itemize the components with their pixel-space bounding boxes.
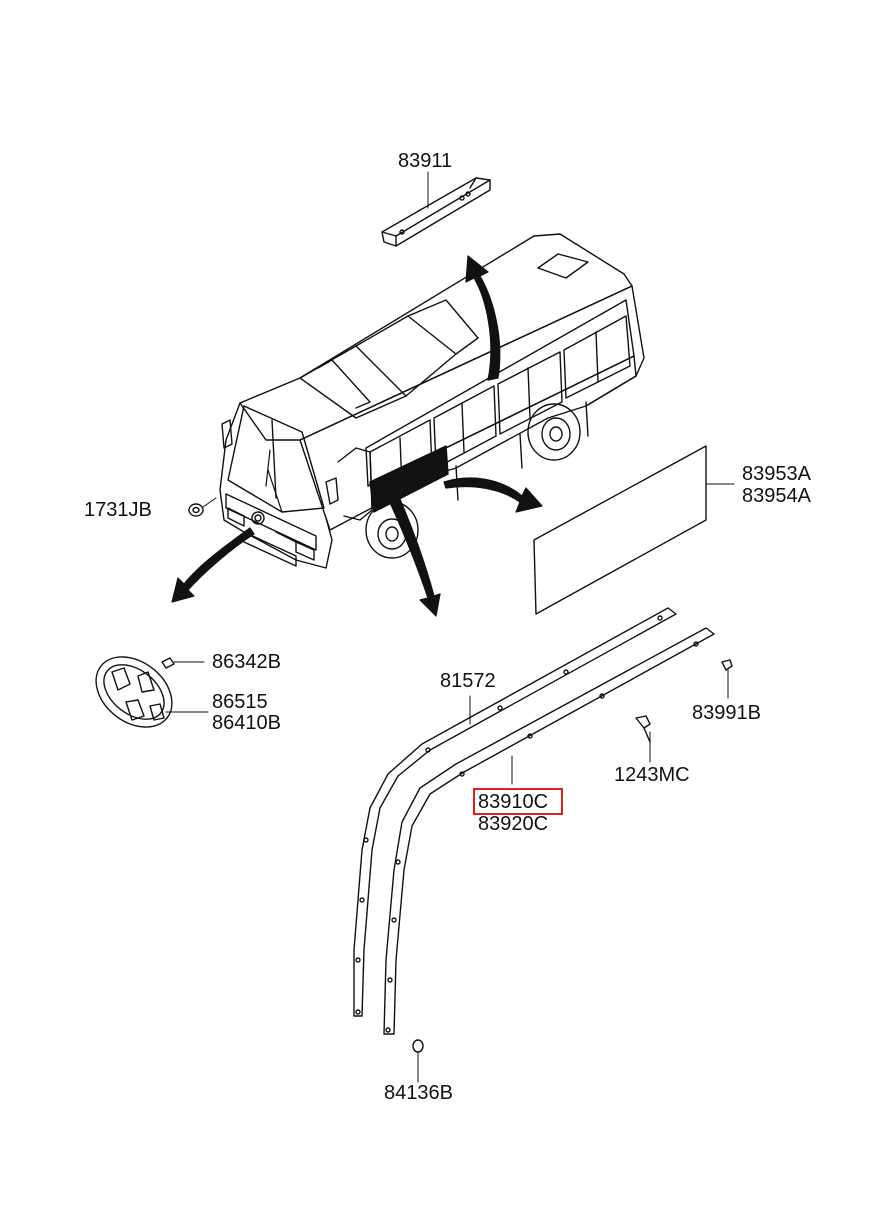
label-86342B[interactable]: 86342B — [212, 651, 281, 673]
highlight-box — [473, 788, 563, 815]
grommet-part — [188, 497, 217, 517]
molding-81572 — [353, 607, 677, 1017]
label-83991B[interactable]: 83991B — [692, 702, 761, 724]
label-84136B[interactable]: 84136B — [384, 1082, 453, 1104]
label-86515[interactable]: 86515 — [212, 691, 268, 713]
callout-arrows — [171, 255, 543, 617]
clip-83991B — [721, 659, 733, 699]
label-83954A[interactable]: 83954A — [742, 485, 811, 507]
bus-illustration — [219, 233, 645, 569]
side-glass-part — [533, 445, 735, 615]
label-83910C[interactable]: 83910C — [478, 791, 549, 813]
label-83953A[interactable]: 83953A — [742, 463, 811, 485]
label-83920C[interactable]: 83920C — [478, 813, 549, 835]
label-81572[interactable]: 81572 — [440, 670, 496, 692]
label-86410B[interactable]: 86410B — [212, 712, 281, 734]
molding-83910C — [383, 627, 715, 1035]
clip-84136B — [412, 1039, 424, 1083]
emblem-part — [95, 656, 209, 728]
label-1243MC[interactable]: 1243MC — [614, 764, 690, 786]
screw-1243MC — [635, 715, 651, 763]
label-1731JB[interactable]: 1731JB — [84, 499, 152, 521]
roof-rail-part — [381, 171, 491, 247]
label-83911[interactable]: 83911 — [398, 150, 453, 172]
